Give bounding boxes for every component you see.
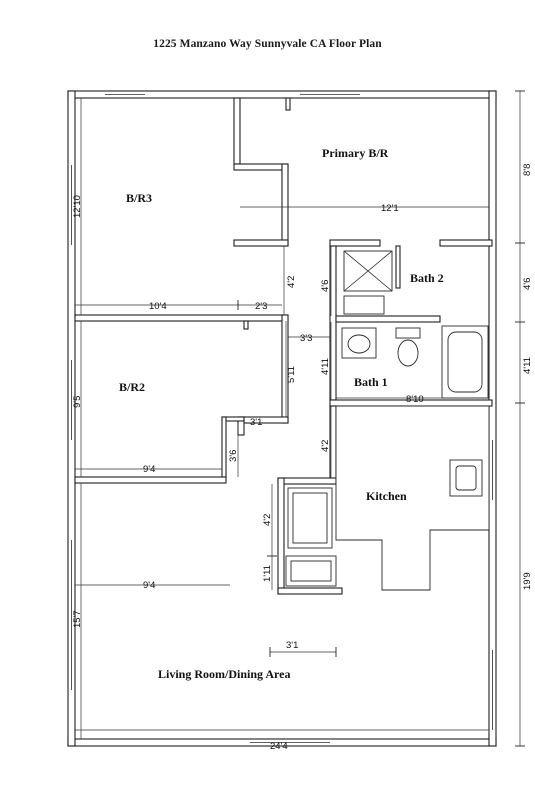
dim-8-10: 8'10 <box>406 394 424 405</box>
dim-4-6-outer: 4'6 <box>522 278 533 290</box>
shower-diag-2 <box>343 250 393 292</box>
dim-4-2-c: 4'2 <box>262 514 273 526</box>
wall-bath2-bottom <box>335 315 441 323</box>
room-label-bath2: Bath 2 <box>410 271 444 285</box>
wall-primary-stub <box>285 97 291 111</box>
dim-4-11-outer: 4'11 <box>522 357 533 374</box>
room-labels: B/R3 Primary B/R Bath 2 B/R2 Bath 1 Kitc… <box>119 146 444 681</box>
exterior-walls <box>67 90 497 747</box>
wall-closet-bottom <box>233 239 289 247</box>
wall-br2-door-jamb <box>221 416 227 478</box>
dim-19-9: 19'9 <box>522 572 533 590</box>
bathtub-inner <box>447 331 483 393</box>
toilet-bowl <box>397 339 419 367</box>
room-label-br2: B/R2 <box>119 380 145 394</box>
dim-3-1-a: 3'1 <box>250 417 262 428</box>
dim-9-4-a: 9'4 <box>143 464 155 475</box>
dim-9-5: 9'5 <box>72 396 83 408</box>
wall-primary-bath2-left <box>329 239 381 247</box>
room-label-kitchen: Kitchen <box>366 489 407 503</box>
wall-pantry-bottom <box>277 587 343 595</box>
wall-primary-bath2-right <box>439 239 493 247</box>
interior-walls <box>74 97 493 595</box>
room-label-primary: Primary B/R <box>322 146 389 160</box>
wall-right <box>488 90 497 747</box>
page-title: 1225 Manzano Way Sunnyvale CA Floor Plan <box>153 38 382 50</box>
kitchen-counter <box>335 405 490 591</box>
dim-12-10: 12'10 <box>72 195 83 218</box>
room-label-living: Living Room/Dining Area <box>158 667 290 681</box>
room-label-br3: B/R3 <box>126 191 152 205</box>
dim-5-11: 5'11 <box>286 366 297 383</box>
wall-br3-primary <box>233 97 241 165</box>
dim-2-3: 2'3 <box>255 301 267 312</box>
dimension-lines <box>75 90 525 747</box>
dim-3-6: 3'6 <box>228 450 239 462</box>
wall-closet-right <box>281 163 289 247</box>
dim-8-8: 8'8 <box>522 164 533 176</box>
dim-24-4: 24'4 <box>270 741 288 752</box>
room-label-bath1: Bath 1 <box>354 375 388 389</box>
dim-3-1-b: 3'1 <box>286 640 298 651</box>
dim-3-3: 3'3 <box>300 333 312 344</box>
wall-br2-stub <box>243 320 249 330</box>
refrigerator-inner <box>292 492 328 544</box>
wall-pantry-left <box>277 477 285 595</box>
wall-bath2-shower-right <box>395 245 401 289</box>
fixtures <box>285 250 490 591</box>
wall-br3-br2 <box>74 314 289 322</box>
dim-12-1: 12'1 <box>381 203 399 214</box>
pantry-cabinet-inner <box>290 560 332 582</box>
wall-closet-top <box>233 163 289 171</box>
dim-10-4: 10'4 <box>149 301 167 312</box>
dim-15-7: 15'7 <box>72 610 83 628</box>
dim-1-11: 1'11 <box>262 565 273 582</box>
dim-4-6-inner: 4'6 <box>320 280 331 292</box>
dim-4-2-b: 4'2 <box>320 440 331 452</box>
dimension-labels: 12'1 10'4 2'3 3'3 8'10 3'1 9'4 9'4 3'1 2… <box>72 164 533 752</box>
bath2-vanity <box>343 295 385 315</box>
wall-kitchen-jog <box>277 477 337 485</box>
dim-4-11-inner: 4'11 <box>320 358 331 375</box>
kitchen-sink-basin <box>455 465 477 491</box>
toilet-tank <box>395 327 421 339</box>
dim-4-2-a: 4'2 <box>286 276 297 288</box>
bath1-sink-basin <box>347 334 371 354</box>
dim-9-4-b: 9'4 <box>143 580 155 591</box>
wall-br2-closet-bottom <box>237 416 289 424</box>
wall-br2-living <box>74 476 227 484</box>
